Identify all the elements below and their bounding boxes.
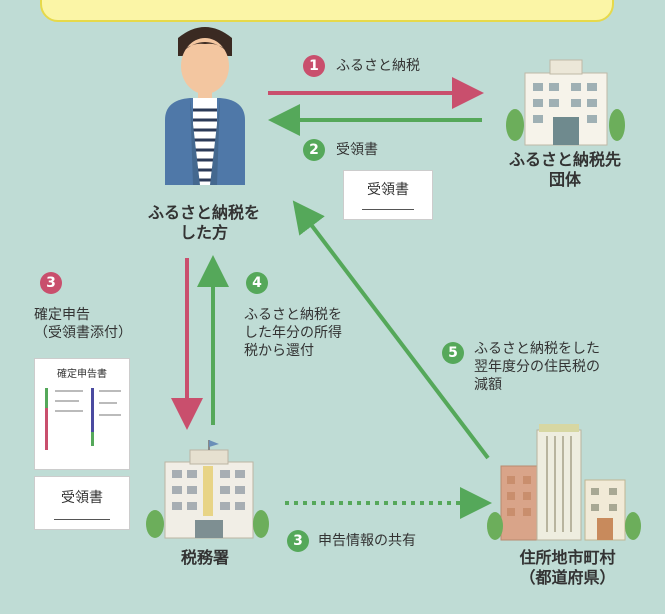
step-badge: 1	[303, 55, 325, 77]
municipality-building-icon	[487, 424, 641, 541]
recipient-building-icon	[506, 59, 625, 146]
step-label-filing: 確定申告 （受領書添付）	[34, 307, 132, 341]
form-title: 確定申告書	[57, 369, 107, 380]
step-label-info-share: 申告情報の共有	[318, 533, 416, 549]
step-label-resident-tax: ふるさと納税をした 翌年度分の住民税の 減額	[474, 341, 600, 393]
form-contents-icon	[45, 388, 121, 450]
step-badge: 2	[303, 139, 325, 161]
donor-label: ふるさと納税を した方	[147, 203, 260, 242]
municipality-label: 住所地市町村 （都道府県）	[519, 548, 616, 587]
step-badge: 5	[442, 342, 464, 364]
step-label-donation: ふるさと納税	[336, 58, 420, 74]
step-badge: 3	[40, 272, 62, 294]
recipient-label: ふるさと納税先 団体	[508, 150, 621, 189]
step-label-receipt: 受領書	[336, 142, 378, 158]
arrow-resident-tax	[292, 200, 490, 460]
step-badge: 4	[246, 272, 268, 294]
step-label-refund: ふるさと納税を した年分の所得 税から還付	[244, 307, 342, 359]
tax-return-form: 確定申告書	[34, 358, 130, 470]
receipt-title: 受領書	[367, 182, 409, 198]
tax-office-label: 税務署	[180, 548, 229, 567]
person-icon	[165, 27, 245, 185]
receipt-title: 受領書	[61, 490, 103, 506]
attached-receipt-document: 受領書	[34, 476, 130, 530]
tax-office-building-icon	[146, 440, 269, 539]
step-badge: 3	[287, 530, 309, 552]
receipt-document: 受領書	[343, 170, 433, 220]
